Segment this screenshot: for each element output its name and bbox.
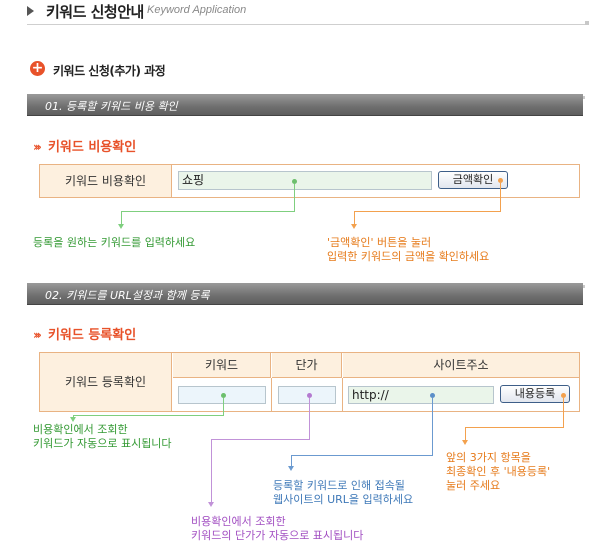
purple-arrow-icon [208, 502, 214, 507]
price-check-note-line2: 입력한 키워드의 금액을 확인하세요 [327, 250, 490, 263]
submit-note-line1: 앞의 3가지 항목을 [446, 451, 531, 464]
step2-bar: 02. 키워드를 URL설정과 함께 등록 [27, 283, 583, 305]
price-auto-note-line1: 비용확인에서 조회한 [191, 515, 286, 528]
column-header-site-url: 사이트주소 [343, 353, 579, 378]
green-guide-line [121, 211, 122, 225]
purple-guide-line [309, 398, 310, 440]
section-title: 키워드 신청(추가) 과정 [53, 64, 166, 78]
price-check-note-line1: '금액확인' 버튼을 눌러 [327, 236, 432, 249]
step2-heading: ››› 키워드 등록확인 [33, 324, 136, 343]
green-guide-line [73, 415, 224, 416]
url-note-line1: 등록할 키워드로 인해 접속될 [273, 479, 405, 492]
blue-marker-dot [430, 393, 435, 398]
purple-guide-line [211, 439, 212, 503]
green-marker-dot [221, 393, 226, 398]
step2-heading-text: 키워드 등록확인 [47, 328, 137, 343]
purple-marker-dot [307, 393, 312, 398]
orange-guide-line [563, 398, 564, 428]
column-divider [342, 378, 343, 411]
price-auto-note-line2: 키워드의 단가가 자동으로 표시됩니다 [191, 529, 364, 542]
submit-note-line3: 눌러 주세요 [446, 479, 501, 492]
register-label: 키워드 등록확인 [40, 353, 172, 411]
url-note-line2: 웹사이트의 URL을 입력하세요 [273, 493, 414, 506]
step1-heading-text: 키워드 비용확인 [47, 140, 137, 155]
step2-bar-label: 02. 키워드를 URL설정과 함께 등록 [45, 289, 210, 302]
purple-guide-line [211, 439, 310, 440]
plus-icon: + [30, 60, 45, 76]
submit-note-line2: 최종확인 후 '내용등록' [446, 465, 551, 478]
keyword-auto-note-line1: 비용확인에서 조회한 [33, 423, 128, 436]
cost-check-form: 키워드 비용확인 쇼핑 금액확인 [39, 164, 580, 198]
submit-registration-button[interactable]: 내용등록 [500, 385, 570, 403]
step1-bar: 01. 등록할 키워드 비용 확인 [27, 94, 583, 116]
price-check-button[interactable]: 금액확인 [438, 171, 508, 189]
orange-arrow-icon [462, 440, 468, 445]
column-header-price: 단가 [272, 353, 342, 378]
orange-arrow-icon [351, 224, 357, 229]
cost-check-label: 키워드 비용확인 [40, 165, 172, 197]
blue-guide-line [291, 455, 433, 456]
orange-marker-dot [498, 178, 503, 183]
green-guide-line [223, 398, 224, 416]
blue-guide-line [432, 398, 433, 456]
orange-guide-line [354, 211, 355, 225]
triangle-right-icon [27, 6, 34, 16]
green-guide-line [121, 211, 295, 212]
orange-guide-line [465, 427, 466, 441]
step1-heading: ››› 키워드 비용확인 [33, 136, 136, 155]
step1-bar-label: 01. 등록할 키워드 비용 확인 [45, 100, 178, 113]
page-title: 키워드 신청안내 [46, 3, 144, 21]
double-chevron-icon: ››› [33, 328, 42, 342]
header-divider-mark [585, 21, 589, 25]
orange-guide-line [500, 183, 501, 212]
green-arrow-icon [70, 417, 76, 422]
column-divider [271, 378, 272, 411]
page-subtitle: Keyword Application [147, 4, 247, 16]
keyword-input-note: 등록을 원하는 키워드를 입력하세요 [33, 236, 196, 249]
column-header-keyword: 키워드 [173, 353, 271, 378]
green-marker-dot [292, 179, 297, 184]
orange-guide-line [465, 427, 564, 428]
orange-guide-line [354, 211, 501, 212]
orange-marker-dot [561, 393, 566, 398]
green-arrow-icon [118, 224, 124, 229]
keyword-auto-note-line2: 키워드가 자동으로 표시됩니다 [33, 437, 172, 450]
green-guide-line [294, 184, 295, 212]
blue-guide-line [291, 455, 292, 467]
double-chevron-icon: ››› [33, 140, 42, 154]
header-divider [27, 24, 587, 25]
site-url-input[interactable]: http:// [348, 386, 494, 404]
keyword-input[interactable]: 쇼핑 [178, 171, 432, 190]
blue-arrow-icon [288, 466, 294, 471]
